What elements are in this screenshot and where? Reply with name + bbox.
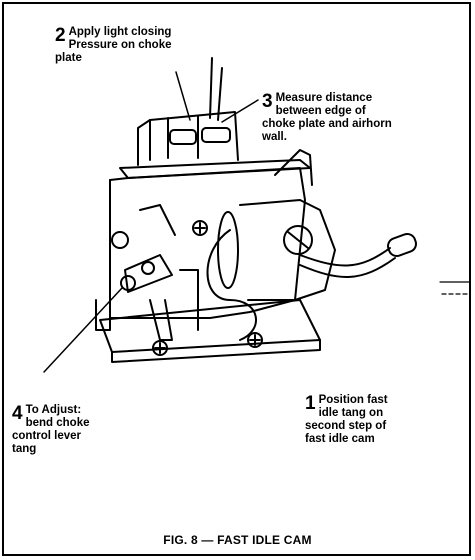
leader-line-4 [43, 287, 123, 373]
callout-4-number: 4 [12, 403, 23, 424]
fuel-line [299, 247, 391, 267]
diaphragm [217, 211, 239, 289]
choke-rod-2 [217, 67, 223, 121]
choke-lever [124, 254, 173, 293]
callout-2: 2 Apply light closing Pressure on choke … [55, 26, 235, 65]
airhorn-top [149, 111, 239, 161]
callout-1-text: Position fast idle tang on second step o… [305, 394, 388, 445]
callout-3: 3 Measure distance between edge of choke… [262, 92, 422, 144]
leader-line-3 [221, 99, 259, 123]
callout-2-text: Apply light closing Pressure on choke pl… [55, 26, 172, 64]
callout-1: 1 Position fast idle tang on second step… [305, 394, 435, 446]
callout-3-text: Measure distance between edge of choke p… [262, 92, 392, 143]
leader-line-2 [175, 71, 191, 121]
callout-1-number: 1 [305, 393, 316, 414]
callout-4: 4 To Adjust: bend choke control lever ta… [12, 404, 122, 456]
figure-frame [2, 2, 471, 556]
carburetor-body [109, 167, 306, 319]
callout-4-text: To Adjust: bend choke control lever tang [12, 404, 90, 455]
callout-2-number: 2 [55, 25, 66, 46]
choke-rod [209, 57, 213, 119]
base-flange [99, 299, 321, 353]
figure-caption: FIG. 8 — FAST IDLE CAM [163, 533, 312, 547]
vacuum-hose [206, 229, 257, 341]
side-housing [239, 199, 336, 301]
callout-3-number: 3 [262, 91, 273, 112]
